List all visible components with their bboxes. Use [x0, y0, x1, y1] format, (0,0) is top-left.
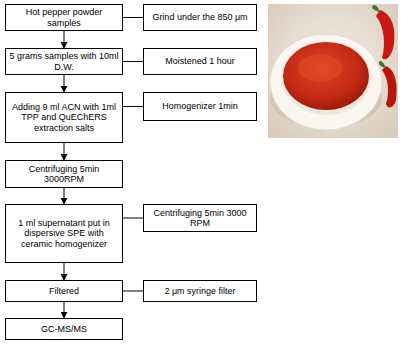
process-box: Filtered	[5, 280, 123, 302]
flow-arrow	[64, 302, 65, 318]
step-label: 2 μm syringe filter	[147, 286, 253, 296]
step-label: Adding 9 ml ACN with 1ml TPP and QuEChER…	[9, 102, 119, 133]
link-line	[123, 61, 143, 62]
process-box: Centrifuging 5min 3000 RPM	[143, 204, 257, 232]
flow-arrow	[64, 263, 65, 280]
flow-arrow	[64, 143, 65, 160]
flow-arrow	[64, 188, 65, 204]
flow-arrow	[64, 31, 65, 48]
process-box: Moistened 1 hour	[143, 48, 257, 75]
process-box: GC-MS/MS	[5, 318, 123, 340]
process-box: 2 μm syringe filter	[143, 280, 257, 302]
pepper-powder-photo	[268, 4, 398, 138]
step-label: Grind under the 850 μm	[147, 12, 253, 22]
process-box: 5 grams samples with 10ml D.W.	[5, 48, 123, 75]
step-label: Hot pepper powder samples	[9, 7, 119, 28]
process-box: Homogenizer 1min	[143, 92, 257, 121]
step-label: Filtered	[9, 286, 119, 296]
link-line	[123, 17, 143, 18]
link-line	[123, 106, 143, 107]
step-label: GC-MS/MS	[9, 324, 119, 334]
step-label: Homogenizer 1min	[147, 101, 253, 111]
process-box: Hot pepper powder samples	[5, 4, 123, 31]
process-box: 1 ml supernatant put in dispersive SPE w…	[5, 204, 123, 263]
process-box: Grind under the 850 μm	[143, 4, 257, 31]
step-label: Moistened 1 hour	[147, 56, 253, 66]
step-label: 5 grams samples with 10ml D.W.	[9, 51, 119, 72]
link-line	[123, 218, 143, 219]
process-box: Centrifuging 5min 3000RPM	[5, 160, 123, 188]
flow-arrow	[64, 75, 65, 92]
link-line	[123, 291, 143, 292]
step-label: 1 ml supernatant put in dispersive SPE w…	[9, 218, 119, 249]
step-label: Centrifuging 5min 3000RPM	[9, 164, 119, 185]
step-label: Centrifuging 5min 3000 RPM	[147, 208, 253, 229]
process-box: Adding 9 ml ACN with 1ml TPP and QuEChER…	[5, 92, 123, 143]
